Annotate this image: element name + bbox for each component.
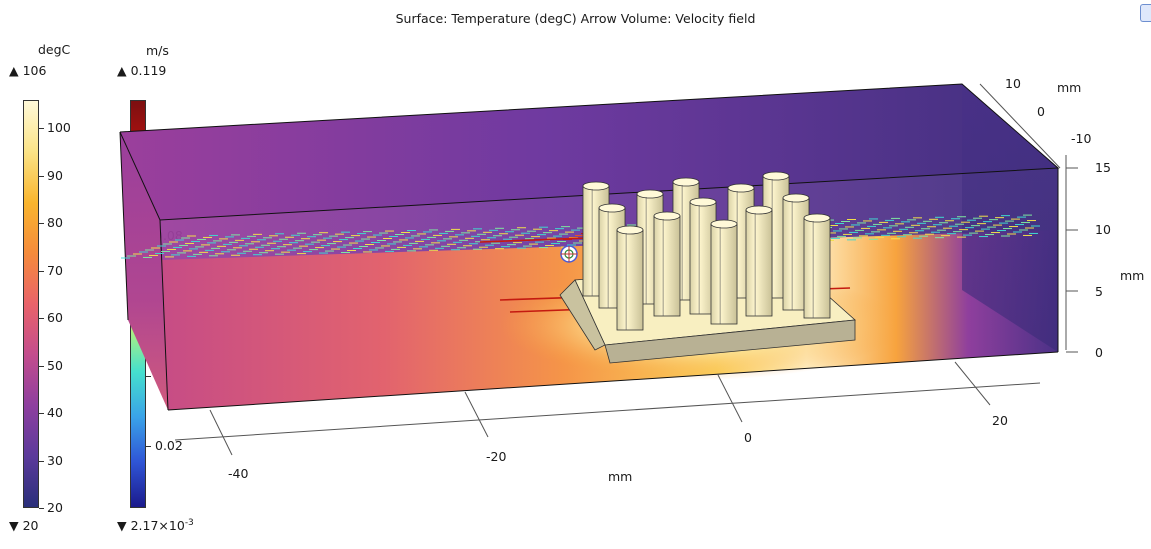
heat-sink-pin-top [745, 205, 773, 215]
axes-lines [174, 83, 1078, 456]
x-tick-label: -20 [486, 449, 506, 464]
x-tick-label: -40 [228, 466, 248, 481]
z-tick-label: 0 [1095, 345, 1103, 360]
box-edges [119, 83, 1060, 411]
temperature-tick-mark [39, 318, 44, 320]
temperature-tick-mark [39, 223, 44, 225]
velocity-tick-mark [146, 375, 151, 377]
temperature-tick-label: 70 [47, 262, 63, 278]
temperature-tick-label: 40 [47, 405, 63, 421]
temperature-tick-label: 50 [47, 357, 63, 373]
temperature-tick-label: 80 [47, 215, 63, 231]
velocity-tick-mark [146, 445, 151, 447]
x-tick-label: 0 [744, 430, 752, 445]
temperature-tick-mark [39, 175, 44, 177]
heat-sink-pin-top [710, 219, 738, 229]
heat-sink-pin-top [598, 203, 626, 213]
temperature-color-bar [23, 100, 39, 508]
z-axis-unit: mm [1120, 268, 1144, 283]
temperature-tick-label: 60 [47, 310, 63, 326]
temperature-tick-label: 90 [47, 167, 63, 183]
temperature-min-label: ▼ 20 [9, 518, 39, 533]
temperature-max-label: ▲ 106 [9, 63, 47, 78]
z-tick-label: 5 [1095, 284, 1103, 299]
heat-sink-pin [710, 223, 738, 325]
heat-sink-pin-top [803, 213, 831, 223]
heat-sink-pin-top [782, 193, 810, 203]
temperature-unit: degC [38, 42, 71, 57]
temperature-tick-mark [39, 270, 44, 272]
heat-sink-pin-top [689, 197, 717, 207]
heat-sink-pin-top [672, 177, 700, 187]
temperature-tick-label: 20 [47, 500, 63, 515]
left-wall [120, 132, 168, 410]
velocity-unit: m/s [146, 43, 169, 58]
toolbar-icon[interactable] [1140, 4, 1151, 22]
z-tick-label: 10 [1095, 222, 1111, 237]
temperature-tick-mark [39, 508, 44, 509]
heat-sink-pins [582, 171, 831, 331]
velocity-max-label: ▲ 0.119 [117, 63, 167, 78]
heat-sink-pin-top [762, 171, 790, 181]
temperature-tick-label: 100 [47, 120, 71, 136]
temperature-tick-label: 30 [47, 452, 63, 468]
right-wall [962, 84, 1058, 352]
heat-sink-pin-top [616, 225, 644, 235]
z-tick-label: 15 [1095, 160, 1111, 175]
y-tick-label: 0 [1037, 104, 1045, 119]
temperature-tick-mark [39, 128, 44, 130]
back-wall [120, 84, 1058, 220]
temperature-tick-mark [39, 365, 44, 367]
velocity-min-label: ▼ 2.17×10-3 [117, 518, 194, 534]
rotation-center-icon[interactable] [560, 245, 578, 263]
heat-sink-pin-top [653, 211, 681, 221]
heat-sink-pin [653, 215, 681, 317]
y-tick-label: -10 [1071, 131, 1091, 146]
heat-sink-pin [803, 217, 831, 319]
x-axis-unit: mm [608, 469, 632, 484]
heat-sink-pin-top [582, 181, 610, 191]
temperature-tick-mark [39, 413, 44, 415]
y-axis-unit: mm [1057, 80, 1081, 95]
temperature-tick-mark [39, 460, 44, 462]
heat-sink-pin [745, 209, 773, 317]
x-tick-label: 20 [992, 413, 1008, 428]
y-tick-label: 10 [1005, 76, 1021, 91]
heat-sink-pin [616, 229, 644, 331]
velocity-tick-label: 0.02 [155, 437, 183, 453]
heat-sink-pin-top [636, 189, 664, 199]
plot-title: Surface: Temperature (degC) Arrow Volume… [395, 11, 756, 26]
heat-sink-pin-top [727, 183, 755, 193]
